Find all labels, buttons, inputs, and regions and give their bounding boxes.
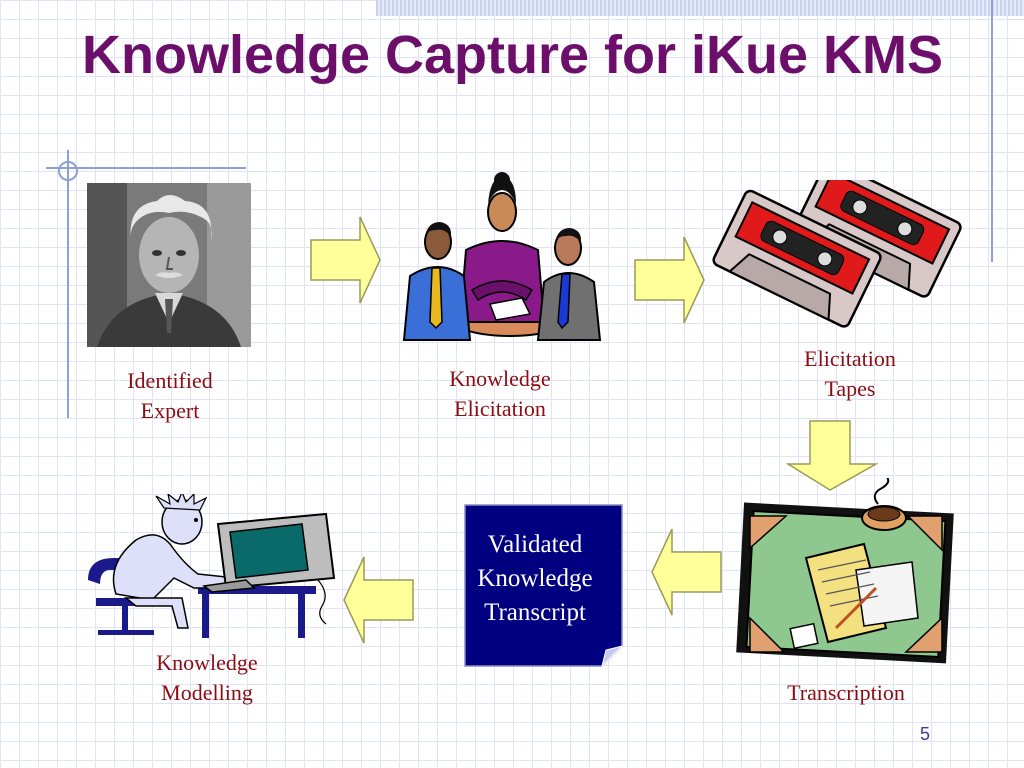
step-label-knowledge-elicitation: Knowledge Elicitation: [449, 366, 551, 421]
desk-papers-icon: [736, 478, 954, 664]
document-box-icon: [464, 504, 624, 668]
person-computer-icon: [88, 494, 336, 638]
flow-arrow-left-icon: [343, 556, 414, 644]
slide-title: Knowledge Capture for iKue KMS: [82, 25, 944, 85]
cassette-tapes-icon: [712, 180, 962, 328]
step-label-identified-expert: Identified Expert: [127, 368, 213, 423]
step-label-elicitation-tapes: Elicitation Tapes: [804, 346, 896, 401]
header-band: [376, 0, 1024, 16]
slide-number: 5: [920, 724, 931, 744]
flow-arrow-down-icon: [786, 420, 878, 491]
flow-arrow-right-icon: [634, 236, 705, 324]
transcript-box-text: Validated Knowledge Transcript: [477, 531, 593, 626]
flow-arrow-left-icon: [651, 528, 722, 616]
flow-arrow-right-icon: [310, 216, 381, 304]
expert-portrait-icon: [87, 183, 251, 347]
step-label-transcription: Transcription: [787, 680, 905, 705]
step-label-knowledge-modelling: Knowledge Modelling: [156, 650, 258, 705]
meeting-people-icon: [402, 172, 602, 341]
